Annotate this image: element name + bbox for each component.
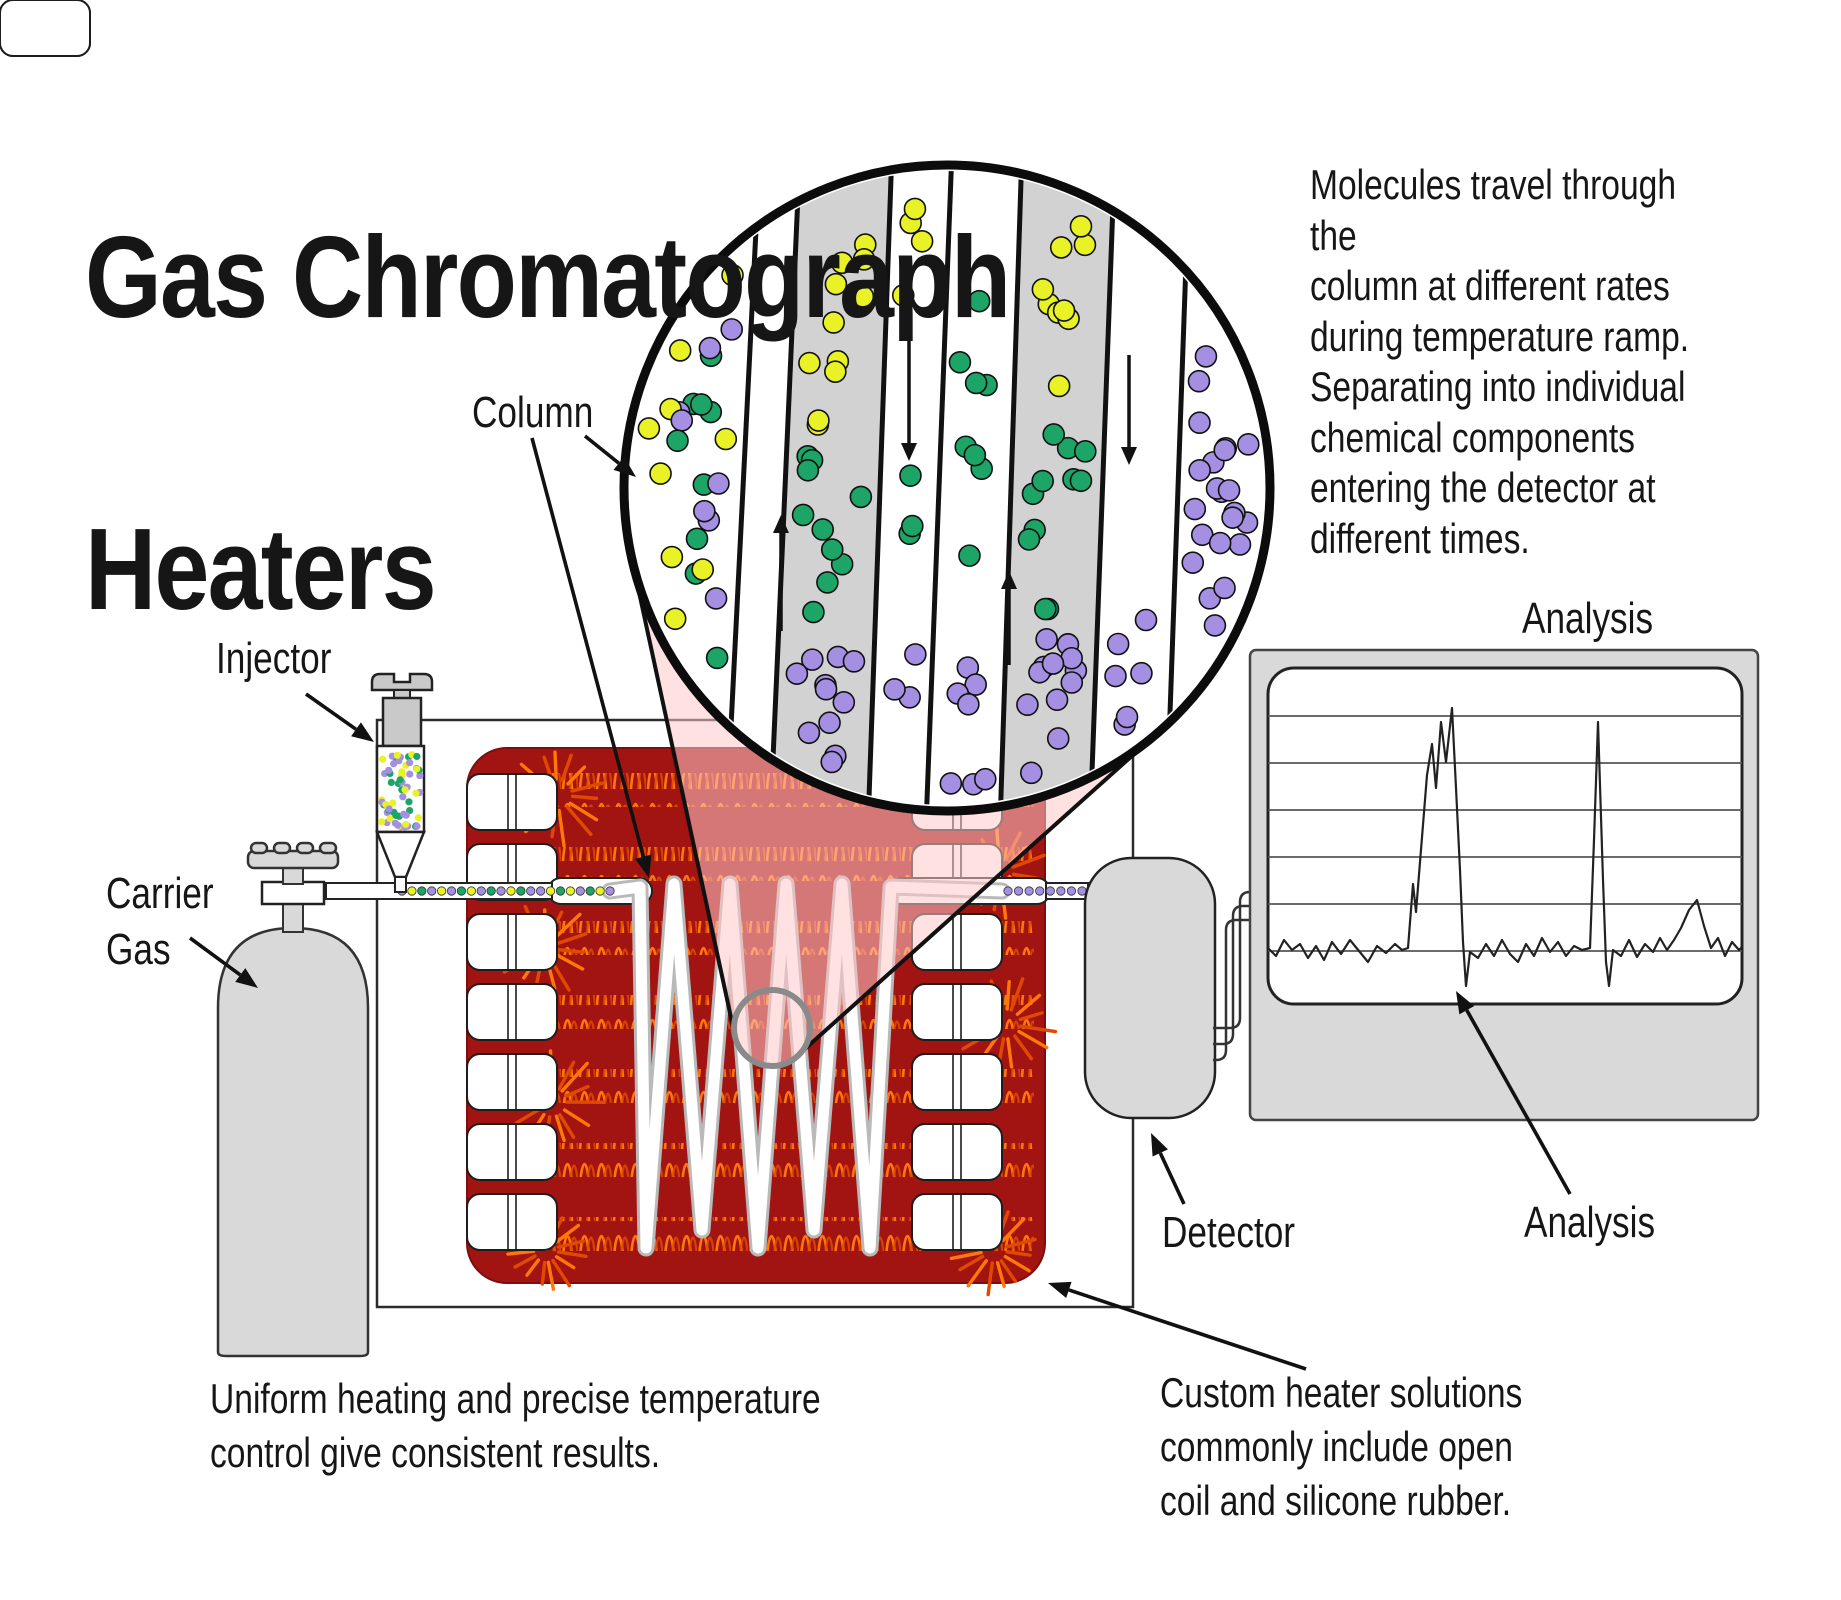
slot-pair: [0, 0, 91, 57]
gas-cylinder: [216, 841, 370, 1358]
title-line-2: Heaters: [85, 504, 437, 635]
injector-arrow: [304, 692, 374, 742]
caption-right: Custom heater solutions commonly include…: [1160, 1369, 1523, 1524]
slot-pair: [466, 1193, 558, 1251]
magnifier-ring: [619, 160, 1275, 816]
page-title: Gas Chromatograph Heaters: [85, 58, 1011, 789]
separated-molecules-in-tube: [1003, 886, 1087, 896]
column-arrow: [583, 434, 636, 477]
annotation-arrows: [188, 434, 1572, 1371]
sample-molecules-in-tube: [397, 886, 615, 896]
valve-handwheel[interactable]: [246, 841, 340, 870]
column-coil-arrow: [530, 437, 652, 878]
column-coil: [601, 875, 1011, 1257]
caption-right-arrow: [1048, 1281, 1307, 1371]
slot-pair: [466, 913, 558, 971]
monitor-screen[interactable]: [1266, 666, 1744, 1006]
slot-pair: [911, 1193, 1003, 1251]
slot-pair: [466, 773, 558, 831]
tube-to-detector: [1003, 882, 1089, 900]
slot-pair: [911, 1123, 1003, 1181]
chromatogram-trace: [1268, 706, 1742, 988]
description-text: Molecules travel through the column at d…: [1310, 161, 1690, 562]
slot-pair: [466, 1053, 558, 1111]
label-injector: Injector: [216, 634, 332, 683]
carrier-gas-arrow: [188, 936, 258, 988]
label-detector: Detector: [1162, 1208, 1296, 1257]
slot-pair: [466, 1123, 558, 1181]
screen-gridlines: [1268, 715, 1742, 952]
valve-body: [260, 880, 326, 906]
plunger-handle[interactable]: [370, 672, 434, 692]
magnified-spot: [731, 987, 813, 1069]
label-analysis-bottom: Analysis: [1524, 1198, 1656, 1247]
caption-left: Uniform heating and precise temperature …: [210, 1375, 821, 1476]
label-analysis-top: Analysis: [1522, 594, 1654, 643]
detector-to-display-tubes: [1213, 890, 1254, 1062]
detector-device[interactable]: [1083, 856, 1217, 1120]
analysis-monitor: [1248, 648, 1760, 1122]
slot-pair: [911, 983, 1003, 1041]
label-carrier-gas: Carrier Gas: [106, 869, 214, 974]
injector-syringe: [370, 672, 434, 893]
carrier-tube-left: [325, 882, 615, 900]
label-column: Column: [472, 388, 594, 437]
slot-pair: [466, 983, 558, 1041]
title-line-1: Gas Chromatograph: [85, 212, 1011, 343]
analysis-arrow: [1456, 991, 1572, 1195]
slot-pair: [911, 1053, 1003, 1111]
syringe-tip: [394, 876, 407, 893]
sample-mixture-dots: [378, 751, 424, 831]
plunger-barrel: [381, 696, 423, 748]
detector-arrow: [1151, 1133, 1186, 1205]
